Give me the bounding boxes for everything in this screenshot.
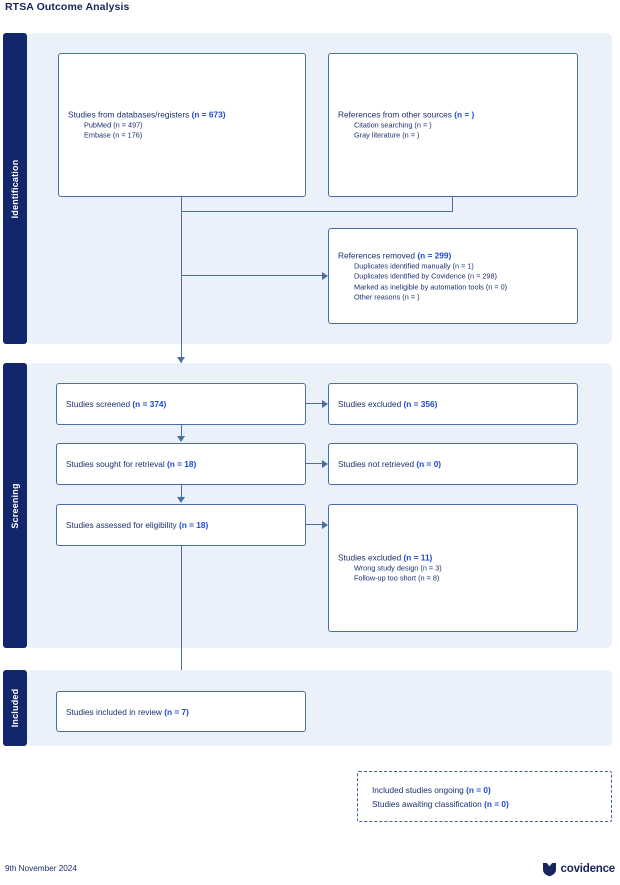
box-screened-excluded-main: Studies excluded (n = 356) <box>338 398 438 409</box>
box-references-removed-sub-0: Duplicates identified manually (n = 1) <box>354 261 474 271</box>
arrowhead-sought-to-not-retrieved <box>322 459 328 468</box>
box-other-sources-main: References from other sources (n = ) <box>338 109 475 120</box>
box-studies-assessed: Studies assessed for eligibility (n = 18… <box>56 504 306 546</box>
stage-tab-screening: Screening <box>3 363 27 648</box>
box-assessed-main: Studies assessed for eligibility (n = 18… <box>66 519 209 530</box>
box-eligibility-excluded-sub-0: Wrong study design (n = 3) <box>354 563 442 573</box>
arrowhead-to-references-removed <box>322 271 328 280</box>
box-references-other-sources: References from other sources (n = ) Cit… <box>328 53 578 197</box>
stage-label-included: Included <box>10 688 20 728</box>
connector-other-sources-stub <box>452 197 454 212</box>
covidence-shield-icon <box>542 863 556 877</box>
covidence-wordmark: covidence <box>560 863 616 875</box>
box-references-removed-sub-3: Other reasons (n = ) <box>354 292 420 302</box>
arrowhead-sought-to-assessed <box>177 497 186 503</box>
box-included-review-main: Studies included in review (n = 7) <box>66 706 189 717</box>
arrowhead-screened-to-sought <box>177 436 186 442</box>
box-studies-excluded-eligibility: Studies excluded (n = 11) Wrong study de… <box>328 504 578 632</box>
stage-tab-included: Included <box>3 670 27 746</box>
box-not-retrieved-main: Studies not retrieved (n = 0) <box>338 458 442 469</box>
box-eligibility-excluded-sub-1: Follow-up too short (n = 8) <box>354 574 440 584</box>
arrowhead-assessed-to-excluded <box>322 520 328 529</box>
box-studies-screened: Studies screened (n = 374) <box>56 383 306 425</box>
stage-tab-identification: Identification <box>3 33 27 344</box>
page-title: RTSA Outcome Analysis <box>5 1 130 13</box>
covidence-logo: covidence <box>542 861 615 877</box>
arrowhead-to-screened <box>177 357 186 363</box>
connector-assessed-to-included <box>181 546 183 682</box>
box-ongoing-awaiting: Included studies ongoing (n = 0) Studies… <box>357 771 612 822</box>
box-references-removed-main: References removed (n = 299) <box>338 250 452 261</box>
box-databases-sub-0: PubMed (n = 497) <box>84 120 143 130</box>
box-other-sources-sub-1: Gray literature (n = ) <box>354 131 420 141</box>
connector-identification-join <box>181 211 453 213</box>
box-studies-included-in-review: Studies included in review (n = 7) <box>56 691 306 732</box>
box-studies-not-retrieved: Studies not retrieved (n = 0) <box>328 443 578 485</box>
box-screened-main: Studies screened (n = 374) <box>66 398 167 409</box>
box-references-removed-sub-1: Duplicates identified by Covidence (n = … <box>354 271 497 281</box>
box-references-removed: References removed (n = 299) Duplicates … <box>328 228 578 324</box>
stage-label-screening: Screening <box>10 482 20 529</box>
connector-sought-to-assessed <box>181 485 183 498</box>
connector-to-references-removed <box>181 275 323 277</box>
connector-assessed-to-excluded <box>306 524 323 526</box>
box-databases-main: Studies from databases/registers (n = 67… <box>68 109 226 120</box>
connector-screened-to-sought <box>181 425 183 437</box>
ongoing-line-1: Included studies ongoing (n = 0) <box>372 784 491 795</box>
connector-databases-stub <box>181 197 183 212</box>
box-studies-sought: Studies sought for retrieval (n = 18) <box>56 443 306 485</box>
stage-label-identification: Identification <box>10 159 20 218</box>
connector-sought-to-not-retrieved <box>306 463 323 465</box>
box-sought-main: Studies sought for retrieval (n = 18) <box>66 458 197 469</box>
box-studies-excluded-screening: Studies excluded (n = 356) <box>328 383 578 425</box>
arrowhead-screened-to-excluded <box>322 399 328 408</box>
box-studies-from-databases: Studies from databases/registers (n = 67… <box>58 53 306 197</box>
box-other-sources-sub-0: Citation searching (n = ) <box>354 120 432 130</box>
connector-identification-trunk <box>181 211 183 363</box>
connector-screened-to-excluded <box>306 403 323 405</box>
ongoing-line-2: Studies awaiting classification (n = 0) <box>372 798 509 809</box>
box-databases-sub-1: Embase (n = 176) <box>84 131 143 141</box>
box-references-removed-sub-2: Marked as ineligible by automation tools… <box>354 282 508 292</box>
footer-date: 9th November 2024 <box>5 864 77 873</box>
box-eligibility-excluded-main: Studies excluded (n = 11) <box>338 552 433 563</box>
